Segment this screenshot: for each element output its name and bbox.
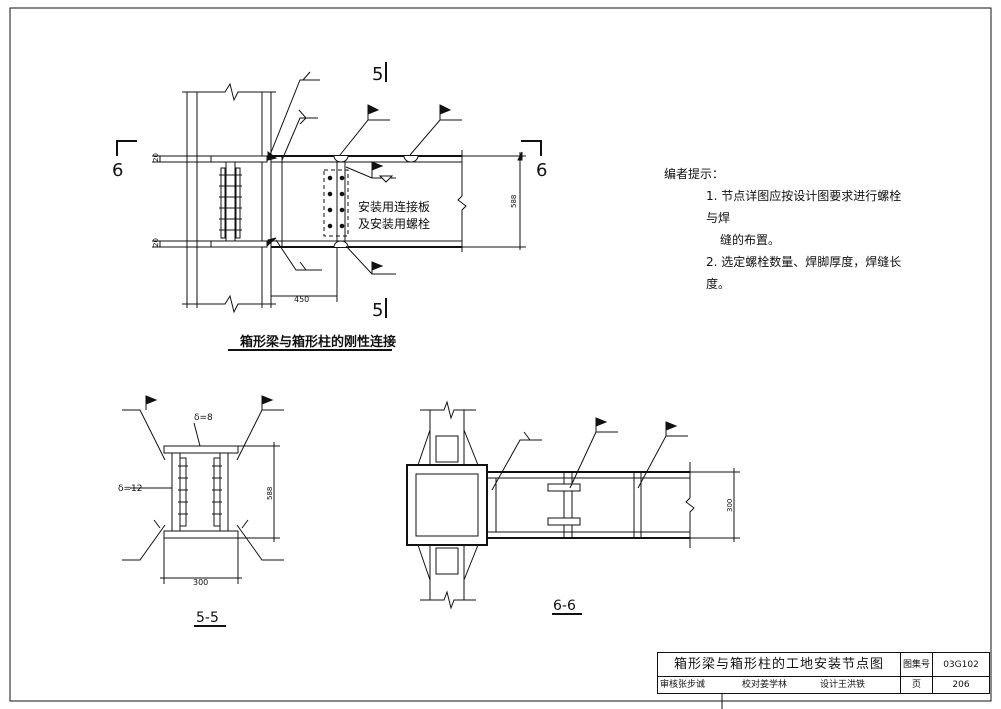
- section-5-label-bottom: 5: [372, 300, 383, 321]
- delta-12-label: δ=12: [118, 484, 143, 494]
- dim-300-s55: 300: [193, 578, 208, 587]
- main-caption: 箱形梁与箱形柱的刚性连接: [240, 334, 396, 350]
- caption-5-5: 5-5: [196, 610, 219, 626]
- caption-6-6: 6-6: [553, 598, 576, 614]
- section-5-label-top: 5: [372, 64, 383, 85]
- section-6-label-right: 6: [536, 160, 547, 181]
- install-note-line2: 及安装用螺栓: [358, 216, 430, 231]
- atlas-label: 图集号: [901, 653, 933, 677]
- review-label: 审核: [660, 680, 679, 690]
- dim-588-s55: 588: [266, 487, 274, 500]
- editor-notes: 编者提示： 1. 节点详图应按设计图要求进行螺栓与焊 缝的布置。 2. 选定螺栓…: [664, 163, 904, 295]
- section-5-5: [122, 395, 284, 627]
- notes-item-1-continued: 缝的布置。: [720, 233, 781, 247]
- dim-20-bottom: 20: [152, 238, 160, 247]
- section-6-label-left: 6: [112, 160, 123, 181]
- section-6-6: [406, 400, 740, 615]
- checker-name: 姜学林: [760, 680, 788, 690]
- dim-300-s66: 300: [726, 499, 734, 512]
- dim-588-main: 588: [510, 195, 518, 208]
- delta-8-leader: [193, 422, 201, 447]
- drawing-title: 箱形梁与箱形柱的工地安装节点图: [658, 653, 901, 677]
- dim-450: 450: [294, 295, 309, 304]
- reviewer-name: 张步诚: [678, 680, 706, 690]
- design-label: 设计: [820, 680, 839, 690]
- notes-title: 编者提示：: [664, 167, 725, 181]
- title-block: 箱形梁与箱形柱的工地安装节点图 图集号 03G102 审核 张步诚 校对 姜学林…: [657, 652, 990, 694]
- notes-item-2: 2. 选定螺栓数量、焊脚厚度，焊缝长度。: [706, 255, 902, 291]
- atlas-number: 03G102: [933, 653, 989, 677]
- delta-8-label: δ=8: [194, 413, 213, 423]
- install-note-line1: 安装用连接板: [358, 199, 430, 214]
- check-label: 校对: [742, 680, 761, 690]
- page-label: 页: [901, 677, 933, 693]
- main-elevation: [116, 62, 542, 318]
- sheet-border: [9, 7, 992, 702]
- notes-item-1: 1. 节点详图应按设计图要求进行螺栓与焊: [706, 189, 902, 225]
- page-number: 206: [952, 680, 970, 690]
- signature-row: 审核 张步诚 校对 姜学林 设计 王洪铁: [658, 677, 901, 693]
- designer-name: 王洪铁: [838, 680, 866, 690]
- dim-20-top: 20: [152, 153, 160, 162]
